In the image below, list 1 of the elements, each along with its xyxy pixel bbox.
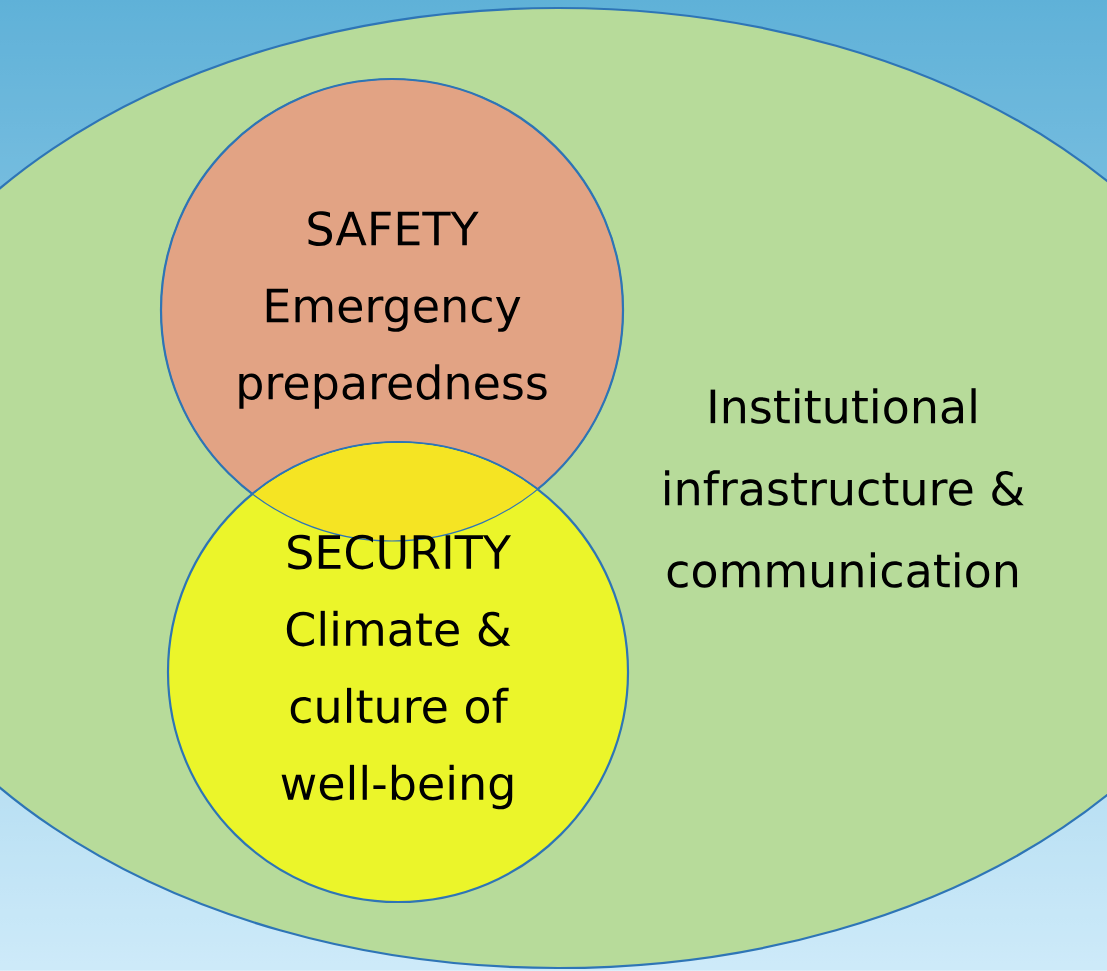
- node-label: Climate & culture of well-being: [281, 610, 513, 810]
